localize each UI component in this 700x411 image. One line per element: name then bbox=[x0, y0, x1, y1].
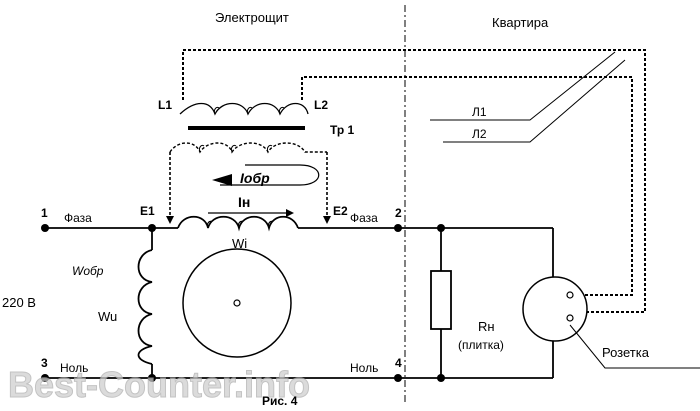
terminal-1-label: 1 bbox=[41, 206, 48, 220]
line-l1-loop bbox=[182, 49, 646, 313]
terminal-3-label: 3 bbox=[41, 356, 48, 370]
label-e2: E2 bbox=[333, 204, 348, 218]
apartment-header: Квартира bbox=[492, 15, 549, 30]
line-l2-label: Л2 bbox=[472, 127, 487, 141]
coil-wi-label: Wi bbox=[232, 236, 247, 251]
terminal-4-label: 4 bbox=[395, 356, 402, 370]
watermark: Best-Counter.info bbox=[8, 364, 310, 405]
load-note: (плитка) bbox=[458, 338, 504, 352]
label-l2: L2 bbox=[314, 98, 328, 112]
voltage-label: 220 В bbox=[2, 295, 36, 310]
line-l2-loop bbox=[301, 76, 633, 296]
terminal-2-label: 2 bbox=[395, 206, 402, 220]
transformer-secondary-coil bbox=[169, 142, 327, 154]
coil-wu bbox=[137, 249, 153, 365]
label-l1: L1 bbox=[158, 98, 172, 112]
transformer-label: Тр 1 bbox=[330, 123, 355, 137]
current-i-n: Iн bbox=[238, 194, 250, 210]
terminal-4 bbox=[394, 374, 402, 382]
label-e1: E1 bbox=[140, 204, 155, 218]
neutral-label-left: Ноль bbox=[60, 361, 88, 375]
coil-wobr-label: Wобр bbox=[72, 264, 104, 278]
panel-header: Электрощит bbox=[215, 10, 289, 25]
terminal-3 bbox=[41, 374, 49, 382]
terminal-2 bbox=[394, 224, 402, 232]
neutral-label-right: Ноль bbox=[350, 361, 378, 375]
figure-caption: Рис. 4 bbox=[262, 394, 298, 408]
i-obr-arrow bbox=[212, 174, 232, 186]
socket-leader bbox=[569, 324, 700, 369]
phase-label-right: Фаза bbox=[350, 211, 378, 225]
l1-leader bbox=[430, 51, 616, 121]
transformer-primary-coil bbox=[179, 102, 309, 116]
current-i-obr: Iобр bbox=[240, 170, 270, 186]
socket bbox=[522, 276, 588, 342]
load-resistor bbox=[430, 270, 452, 330]
socket-label: Розетка bbox=[602, 345, 650, 360]
coil-wu-label: Wu bbox=[98, 309, 117, 324]
load-label: Rн bbox=[478, 319, 495, 334]
l2-leader bbox=[443, 59, 626, 143]
phase-label-left: Фаза bbox=[64, 211, 92, 225]
terminal-1 bbox=[41, 224, 49, 232]
meter-disk bbox=[182, 248, 292, 358]
i-obr-loop bbox=[220, 164, 320, 186]
line-l1-label: Л1 bbox=[472, 105, 487, 119]
